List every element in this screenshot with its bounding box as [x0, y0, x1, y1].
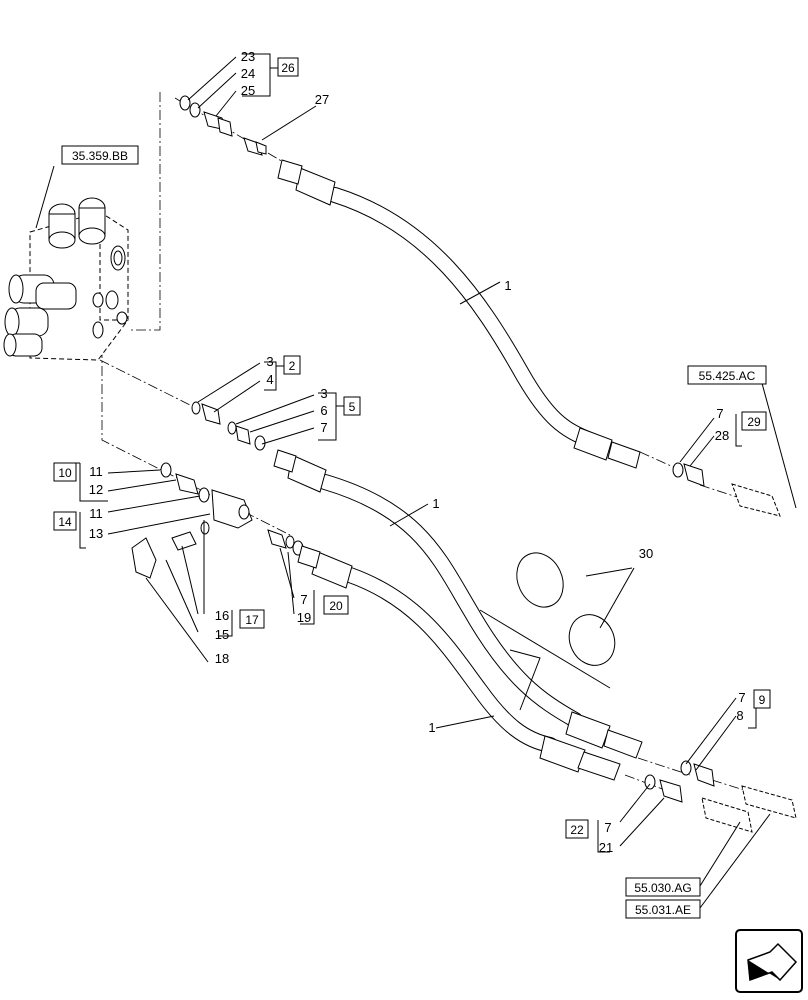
alignment-lines	[99, 92, 761, 796]
kit-box-29[interactable]	[741, 411, 767, 431]
kit-label-26: 26	[281, 61, 295, 75]
callout-7-kit-20: 7	[300, 592, 307, 607]
callout-15: 15	[215, 627, 229, 642]
callout-6: 6	[320, 403, 327, 418]
callout-1-lower-hose: 1	[428, 720, 435, 735]
kit-label-5: 5	[349, 400, 356, 414]
kit-box-2[interactable]	[283, 355, 301, 375]
callout-7-kit-29: 7	[716, 406, 723, 421]
reference-label: 55.030.AG	[634, 881, 691, 895]
callout-24: 24	[241, 66, 255, 81]
kit-label-17: 17	[245, 613, 259, 627]
callout-8: 8	[736, 708, 743, 723]
callout-1-middle-hose: 1	[432, 496, 439, 511]
kit-label-10: 10	[58, 466, 72, 480]
hydraulic-hoses	[273, 159, 643, 781]
kit-label-20: 20	[329, 599, 343, 613]
callout-3-kit-5: 3	[320, 386, 327, 401]
reference-box-55-031-ae[interactable]: 55.031.AE	[625, 899, 701, 919]
callout-28: 28	[715, 428, 729, 443]
kit-label-29: 29	[747, 415, 761, 429]
callout-3-kit-2: 3	[266, 354, 273, 369]
next-page-arrow-icon[interactable]	[735, 929, 803, 993]
callout-7-kit-9: 7	[738, 690, 745, 705]
reference-box-55-425-ac[interactable]: 55.425.AC	[687, 365, 767, 385]
kit-boxes: 26 2 5 10 14 17 20 29 9 22	[53, 57, 771, 839]
callout-18: 18	[215, 651, 229, 666]
callout-21: 21	[599, 840, 613, 855]
callout-numbers: 23 24 25 27 1 1 1 3 4 3 6 7 11 12 11 13 …	[89, 49, 746, 855]
callout-4: 4	[266, 372, 273, 387]
kit-box-17[interactable]	[239, 609, 265, 629]
callout-23: 23	[241, 49, 255, 64]
callout-1-top-hose: 1	[504, 278, 511, 293]
top-fittings	[179, 95, 267, 156]
cable-ties	[516, 552, 616, 666]
kit-box-22[interactable]	[565, 819, 589, 839]
callout-7-kit-22: 7	[604, 820, 611, 835]
callout-7-kit-5: 7	[320, 420, 327, 435]
kit-box-20[interactable]	[323, 595, 349, 615]
callout-19: 19	[297, 610, 311, 625]
reference-box-55-030-ag[interactable]: 55.030.AG	[625, 877, 701, 897]
leader-lines	[35, 53, 797, 909]
right-fittings	[644, 462, 797, 833]
callout-12: 12	[89, 482, 103, 497]
left-fittings	[131, 462, 304, 579]
kit-label-2: 2	[289, 359, 296, 373]
kit-box-14[interactable]	[53, 511, 77, 531]
callout-11-kit-14: 11	[89, 506, 103, 521]
control-valve-block	[3, 197, 129, 361]
kit-box-9[interactable]	[753, 689, 771, 709]
kit-label-9: 9	[759, 693, 766, 707]
reference-label: 55.425.AC	[699, 369, 756, 383]
reference-label: 35.359.BB	[72, 149, 128, 163]
kit-label-14: 14	[58, 515, 72, 529]
callout-16: 16	[215, 608, 229, 623]
callout-25: 25	[241, 83, 255, 98]
callout-11-kit-10: 11	[89, 464, 103, 479]
reference-box-35-359-bb[interactable]: 35.359.BB	[61, 145, 139, 165]
callout-30: 30	[639, 546, 653, 561]
callout-27: 27	[315, 92, 329, 107]
kit-label-22: 22	[570, 823, 584, 837]
reference-label: 55.031.AE	[635, 903, 691, 917]
middle-fittings	[191, 401, 266, 451]
kit-box-10[interactable]	[53, 462, 77, 482]
callout-13: 13	[89, 526, 103, 541]
kit-box-26[interactable]	[277, 57, 299, 77]
kit-box-5[interactable]	[343, 396, 361, 416]
